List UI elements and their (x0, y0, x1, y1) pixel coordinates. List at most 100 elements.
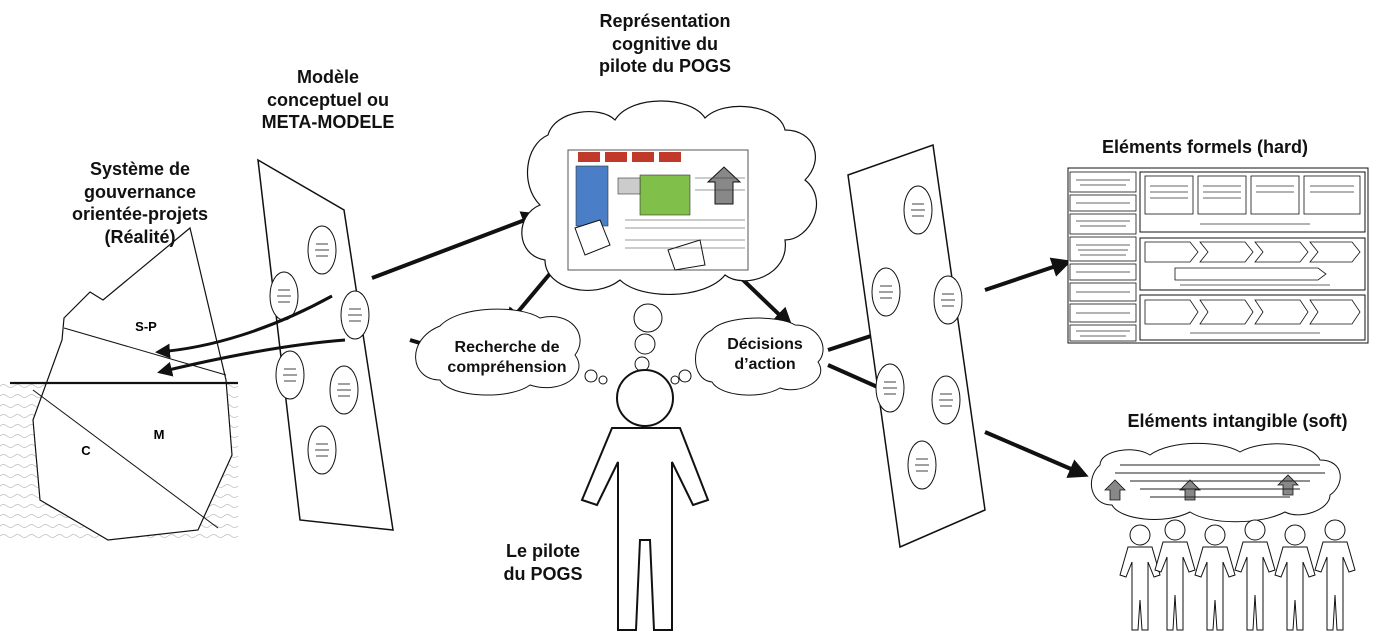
hard-left-box (1069, 324, 1137, 342)
label-representation: Représentation cognitive du pilote du PO… (570, 10, 760, 78)
hard-left-box (1069, 213, 1137, 235)
soft-arrow (1104, 479, 1126, 501)
hard-long-arrow (1174, 267, 1327, 281)
representation-cloud (521, 100, 817, 295)
person-head (1129, 524, 1151, 546)
person-head (1284, 524, 1306, 546)
soft-arrow (1179, 479, 1201, 501)
zone-c-bg (78, 442, 94, 458)
mini-red-box (605, 152, 627, 162)
arrow-to-hard (984, 257, 1072, 292)
label-line: compréhension (447, 359, 567, 376)
bubble-dot (634, 333, 656, 355)
person-body (1194, 546, 1236, 631)
label-line: cognitive du (611, 33, 718, 54)
label-line: Décisions (727, 336, 803, 353)
mini-red-box (578, 152, 600, 162)
person-body (1119, 546, 1161, 631)
hard-step (1197, 175, 1247, 215)
arrow-to-soft (984, 430, 1089, 478)
hard-chevron (1254, 299, 1309, 325)
hard-step (1144, 175, 1194, 215)
mini-polygon (574, 219, 611, 256)
bubble-dot (584, 369, 598, 383)
person-body (1274, 546, 1316, 631)
bubble-dot (598, 375, 608, 385)
label-line: orientée-projets (71, 204, 209, 224)
label-line: conceptuel ou (266, 89, 389, 110)
label-line: Eléments formels (hard) (1101, 137, 1309, 157)
person-body (1234, 541, 1276, 631)
label-line: (Réalité) (104, 226, 176, 247)
person-head (1164, 519, 1186, 541)
hard-chevron (1199, 241, 1254, 263)
pilot-body (580, 427, 710, 631)
label-line: Le pilote (505, 541, 580, 561)
zone-c-label: C (81, 443, 91, 458)
hard-left-box (1069, 171, 1137, 193)
person-body (1314, 541, 1356, 631)
person-head (1324, 519, 1346, 541)
soft-cloud-lines (1115, 464, 1325, 498)
label-line: pilote du POGS (598, 56, 731, 76)
hard-step (1250, 175, 1300, 215)
label-line: Recherche de (454, 339, 560, 356)
person-body (1154, 541, 1196, 631)
mini-green-area (639, 174, 691, 216)
mini-polygon (667, 239, 706, 271)
label-line: du POGS (503, 563, 583, 584)
pilot-head (616, 369, 674, 427)
label-line: gouvernance (83, 181, 197, 202)
label-line: d’action (734, 356, 796, 373)
hard-chevron (1309, 241, 1361, 263)
mini-red-box (632, 152, 654, 162)
mini-red-box (659, 152, 681, 162)
hard-process-steps (1144, 175, 1361, 325)
label-recherche: Recherche de compréhension (432, 338, 582, 378)
label-meta-model: Modèle conceptuel ou META-MODELE (238, 66, 418, 134)
mini-lines (625, 177, 745, 249)
zone-m-bg (150, 426, 168, 442)
panel-plane (257, 158, 394, 531)
thought-bubbles (415, 303, 824, 396)
label-line: Eléments intangible (soft) (1127, 411, 1348, 431)
hard-text-lines (1076, 179, 1354, 337)
mini-gray-box (617, 177, 641, 195)
panel-plane (847, 143, 986, 549)
soft-elements-crowd (1091, 442, 1356, 631)
arrow-meta-to-m (157, 338, 346, 377)
label-pilote: Le pilote du POGS (488, 540, 598, 585)
soft-cloud (1091, 442, 1341, 523)
soft-people (1119, 519, 1356, 631)
hard-chevron (1199, 299, 1254, 325)
bubble-dot (670, 375, 680, 385)
label-line: META-MODELE (261, 112, 395, 132)
mini-up-arrow (706, 166, 742, 205)
person-head (1244, 519, 1266, 541)
label-line: Système de (89, 159, 191, 179)
action-panel (847, 143, 986, 549)
soft-arrow (1277, 474, 1299, 496)
hard-left-box (1069, 236, 1137, 262)
pilot-figure (580, 369, 710, 631)
label-decisions: Décisions d’action (710, 335, 820, 375)
mini-blue-column (575, 165, 609, 227)
label-soft: Eléments intangible (soft) (1100, 410, 1375, 433)
zone-sp-label: S-P (135, 319, 157, 334)
hard-chevron (1144, 241, 1199, 263)
bubble-dot (633, 303, 663, 333)
hard-step (1303, 175, 1361, 215)
hard-chevron (1309, 299, 1361, 325)
zone-divider-2 (32, 389, 219, 529)
label-hard: Eléments formels (hard) (1075, 136, 1335, 159)
decisions-bubble (695, 317, 824, 396)
bubble-dot (678, 369, 692, 383)
hard-chevron (1254, 241, 1309, 263)
label-realite: Système de gouvernance orientée-projets … (40, 158, 240, 248)
zone-sp-bg (133, 318, 159, 334)
zone-m-label: M (154, 427, 165, 442)
bubble-dot (634, 356, 650, 372)
hard-chevron (1144, 299, 1199, 325)
arrow-to-representation (371, 211, 542, 280)
